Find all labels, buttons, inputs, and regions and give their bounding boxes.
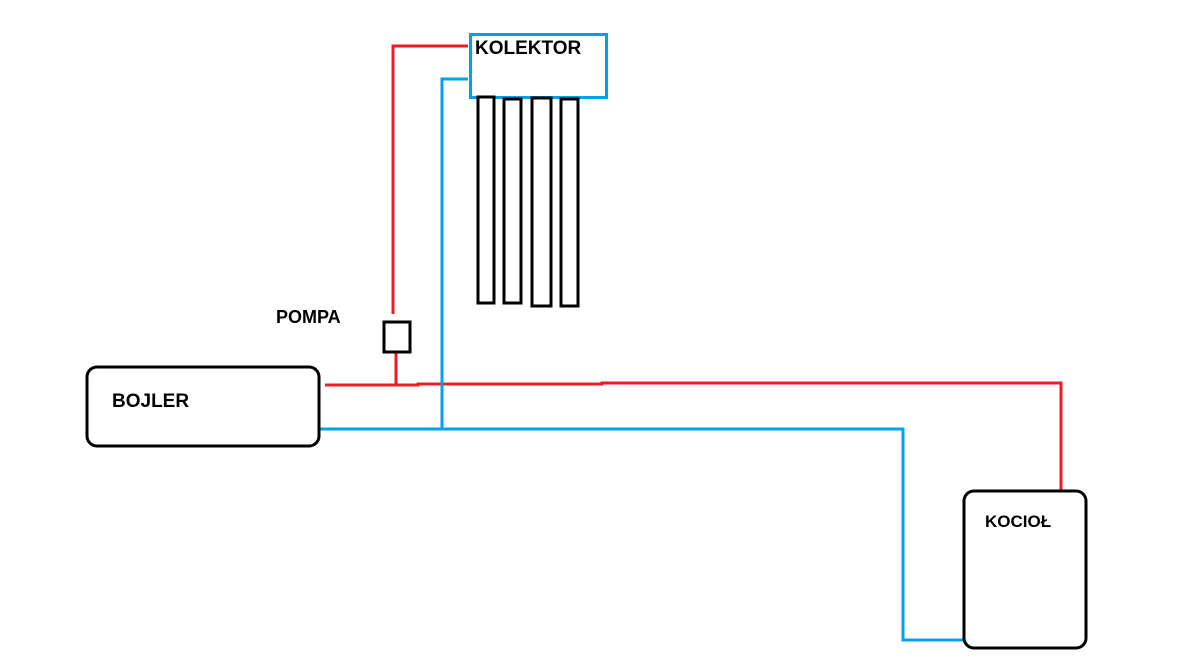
kociol-label: KOCIOŁ: [985, 512, 1052, 531]
kociol-box: [962, 489, 1088, 650]
hot-pipes: [325, 44, 1063, 490]
pompa-box: [382, 320, 412, 354]
collector-tube-4: [559, 97, 580, 308]
cold-pipe-kolektor-return: [440, 77, 468, 429]
cold-pipe-main: [317, 427, 963, 642]
collector-tubes: [476, 95, 580, 308]
cold-pipes: [317, 77, 963, 642]
bojler-box: [85, 365, 321, 448]
collector-tube-1: [476, 95, 496, 305]
hot-pipe-kolektor-to-pompa: [391, 44, 468, 314]
bojler-label: BOJLER: [112, 391, 190, 412]
pompa-label: POMPA: [276, 307, 341, 327]
hot-pipe-main: [325, 381, 1063, 490]
kolektor-label: KOLEKTOR: [475, 38, 582, 59]
collector-tube-2: [502, 97, 523, 305]
collector-tube-3: [530, 96, 553, 308]
